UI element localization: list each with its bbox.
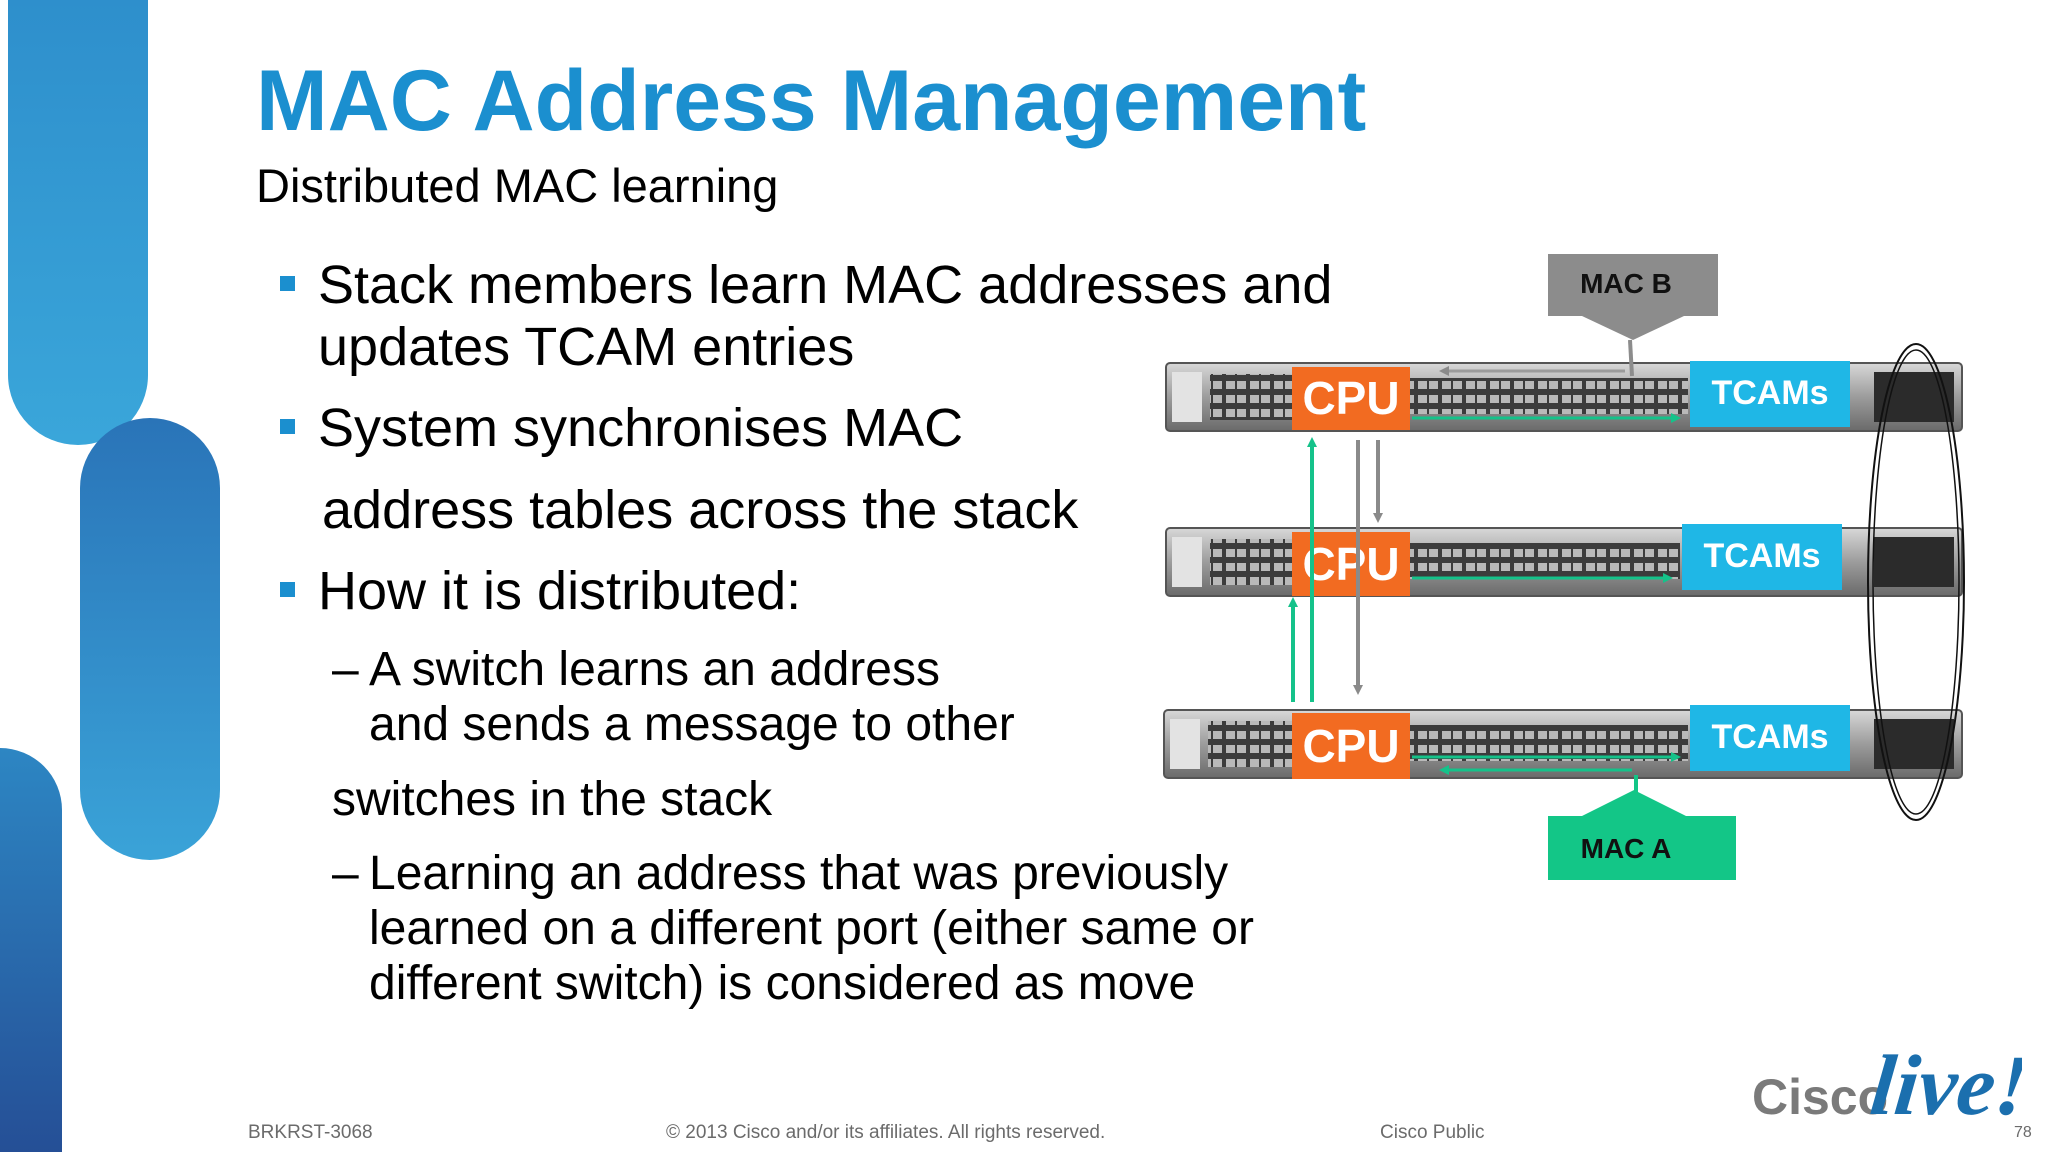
page-number: 78 xyxy=(2014,1124,2032,1141)
logo-cisco-text: Cisco xyxy=(1752,1069,1888,1122)
cpu-label-3: CPU xyxy=(1302,720,1399,772)
cpu-box-1 xyxy=(1292,367,1410,430)
cpu-label-1: CPU xyxy=(1302,372,1399,424)
bullet-marker xyxy=(280,419,295,434)
mac-a-label: MAC A xyxy=(1581,833,1672,864)
tcam-label-1: TCAMs xyxy=(1711,374,1828,412)
sub-bullet-1-line-3: switches in the stack xyxy=(332,773,773,826)
tcam-box-2 xyxy=(1682,524,1842,590)
tcam-label-2: TCAMs xyxy=(1703,537,1820,575)
sub-bullet-2-dash: – xyxy=(332,847,359,900)
switch-2: CPU TCAMs xyxy=(1165,524,1963,597)
footer-classification: Cisco Public xyxy=(1380,1122,1485,1143)
mac-a-callout: MAC A xyxy=(1548,775,1736,880)
slide-title: MAC Address Management xyxy=(256,53,1367,149)
sub-bullet-2-line-1: Learning an address that was previously xyxy=(369,847,1229,900)
switch-3: CPU TCAMs xyxy=(1163,705,1963,779)
mac-b-label: MAC B xyxy=(1580,268,1672,299)
mac-b-callout: MAC B xyxy=(1548,254,1718,377)
cisco-live-logo: Cisco live! xyxy=(1752,1037,2022,1122)
sub-bullet-2-line-2: learned on a different port (either same… xyxy=(369,902,1254,955)
sub-bullet-1-line-2: and sends a message to other xyxy=(369,698,1015,751)
tcam-box-1 xyxy=(1690,361,1850,427)
tcam-label-3: TCAMs xyxy=(1711,718,1828,756)
footer-session-code: BRKRST-3068 xyxy=(248,1122,373,1143)
bullet-1-line-1: Stack members learn MAC addresses and xyxy=(318,255,1333,315)
bullet-3-line-1: How it is distributed: xyxy=(318,561,802,621)
stack-ring xyxy=(1867,343,1965,821)
sub-bullet-1-dash: – xyxy=(332,643,359,696)
tcam-box-3 xyxy=(1690,705,1850,771)
decorative-side-shapes xyxy=(0,0,220,1152)
bullet-2-line-1: System synchronises MAC xyxy=(318,398,964,458)
sub-bullet-2-line-3: different switch) is considered as move xyxy=(369,957,1196,1010)
switch-1: CPU TCAMs xyxy=(1165,361,1963,432)
bullet-2-line-2: address tables across the stack xyxy=(322,480,1079,540)
stack-ring-inner xyxy=(1872,349,1960,815)
sub-bullet-1-line-1: A switch learns an address xyxy=(369,643,940,696)
bullet-marker xyxy=(280,582,295,597)
logo-live-text: live! xyxy=(1866,1037,2022,1122)
bullet-marker xyxy=(280,276,295,291)
cpu-label-2: CPU xyxy=(1302,538,1399,590)
cpu-box-3 xyxy=(1292,713,1410,779)
slide-subtitle: Distributed MAC learning xyxy=(256,159,779,212)
bullet-1-line-2: updates TCAM entries xyxy=(318,317,855,377)
footer-copyright: © 2013 Cisco and/or its affiliates. All … xyxy=(666,1122,1106,1143)
